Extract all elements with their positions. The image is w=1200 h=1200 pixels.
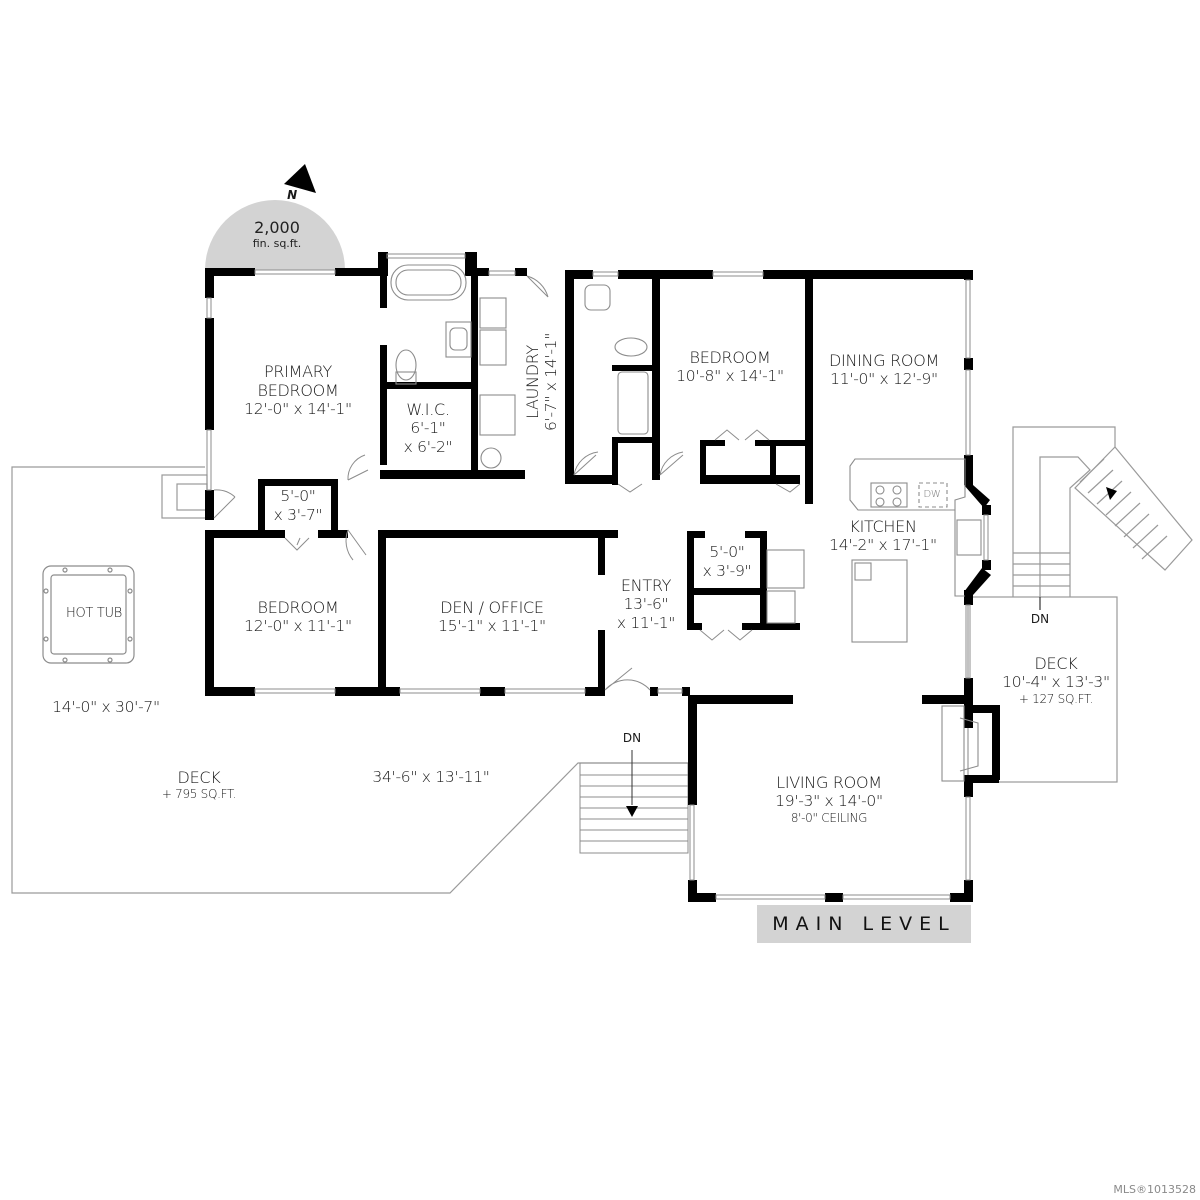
room-primary-bedroom: PRIMARY BEDROOM 12'-0" x 14'-1"	[244, 362, 352, 419]
room-wic: W.I.C. 6'-1" x 6'-2"	[403, 400, 453, 456]
walls	[205, 252, 1000, 902]
room-deck-east: DECK 10'-4" x 13'-3" + 127 SQ.FT.	[1002, 654, 1110, 706]
compass-icon	[205, 164, 345, 270]
room-kitchen: KITCHEN 14'-2" x 17'-1"	[829, 517, 937, 555]
room-laundry: LAUNDRY 6'-7" x 14'-1"	[523, 332, 561, 432]
room-dining-room: DINING ROOM 11'-0" x 12'-9"	[829, 351, 939, 389]
area-unit: fin. sq.ft.	[252, 237, 302, 250]
stair-down-arrow-east-icon	[1106, 487, 1117, 500]
stairs-west	[579, 750, 689, 854]
room-closet-west: 5'-0" x 3'-7"	[273, 487, 323, 524]
stairs-down-label-east: DN	[1030, 612, 1050, 626]
north-label: N	[287, 188, 297, 202]
watermark: MLS®1013528	[1113, 1183, 1196, 1196]
room-entry: ENTRY 13'-6" x 11'-1"	[616, 576, 676, 632]
area-summary: 2,000 fin. sq.ft.	[227, 218, 327, 250]
room-closet-entry: 5'-0" x 3'-9"	[702, 543, 752, 580]
hot-tub-icon	[42, 565, 135, 664]
stairs-down-label-west: DN	[622, 731, 642, 745]
doors	[213, 275, 801, 691]
deck-west-dims-a: 14'-0" x 30'-7"	[52, 698, 160, 716]
room-bedroom-south: BEDROOM 12'-0" x 11'-1"	[244, 598, 352, 636]
room-den-office: DEN / OFFICE 15'-1" x 11'-1"	[438, 598, 546, 636]
deck-west-dims-b: 34'-6" x 13'-11"	[372, 768, 490, 786]
fixtures	[390, 264, 982, 782]
dishwasher-label: DW	[923, 489, 941, 500]
windows	[206, 253, 989, 900]
room-deck-west: DECK + 795 SQ.FT.	[161, 768, 237, 802]
stair-down-arrow-icon	[626, 806, 638, 817]
area-value: 2,000	[254, 218, 300, 237]
level-label: MAIN LEVEL	[757, 905, 971, 943]
hot-tub-label: HOT TUB	[66, 606, 122, 621]
room-bedroom-north: BEDROOM 10'-8" x 14'-1"	[676, 348, 784, 386]
room-living-room: LIVING ROOM 19'-3" x 14'-0" 8'-0" CEILIN…	[775, 773, 883, 825]
deck-east-outline	[967, 426, 1193, 783]
